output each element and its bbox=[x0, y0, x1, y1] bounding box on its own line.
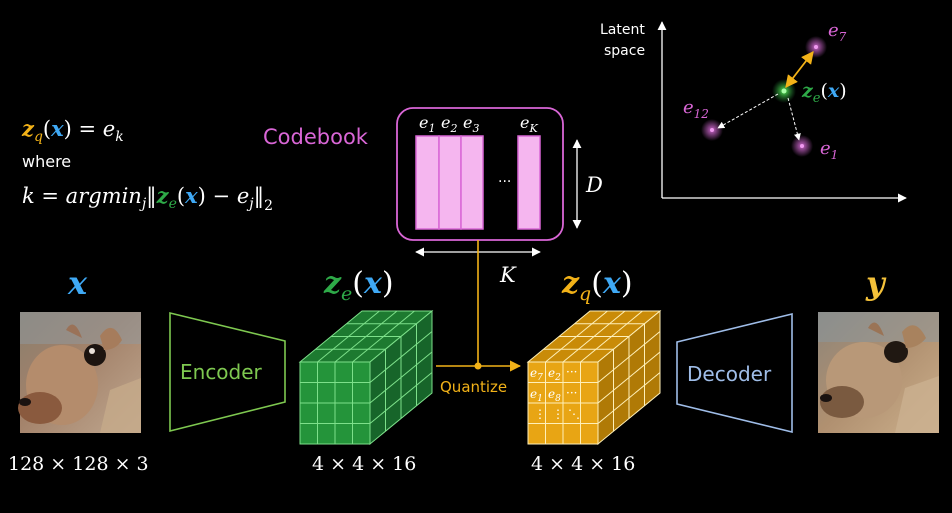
input-dims: 128 × 128 × 3 bbox=[8, 453, 149, 475]
zq-cell: ⋮ bbox=[552, 407, 564, 421]
ze-tensor: ze(x) 4 × 4 × 16 bbox=[298, 266, 434, 475]
codebook-entry-label: e3 bbox=[463, 113, 479, 135]
output-section: y bbox=[818, 264, 939, 433]
codebook-column-eK bbox=[517, 135, 541, 230]
latent-label-e1: e1 bbox=[820, 138, 838, 162]
decoder-shape bbox=[676, 312, 793, 434]
latent-label-e7: e7 bbox=[828, 20, 847, 44]
zq-cell: ··· bbox=[566, 365, 577, 379]
codebook-column-e2 bbox=[438, 135, 462, 230]
zq-cell: e8 bbox=[548, 387, 561, 404]
ze-dims: 4 × 4 × 16 bbox=[312, 453, 416, 475]
eq-line1: zq(x) = ek bbox=[21, 116, 124, 145]
codebook-frame bbox=[396, 107, 564, 241]
codebook-label: Codebook bbox=[263, 125, 369, 149]
latent-nearest-arrow bbox=[785, 51, 814, 88]
quantization-equation: zq(x) = ek where k = argminj‖ze(x) − ej‖… bbox=[21, 116, 273, 214]
codebook-entry-label: e2 bbox=[441, 113, 457, 135]
latent-label-e12: e12 bbox=[683, 97, 709, 121]
input-label: x bbox=[67, 264, 88, 302]
encoder: Encoder bbox=[169, 311, 286, 433]
quantize-label: Quantize bbox=[440, 378, 507, 396]
zq-cell-labels: e7 e2 ··· e1 e8 ··· ⋮ ⋮ ⋱ bbox=[530, 365, 580, 421]
decoder-label: Decoder bbox=[687, 362, 772, 386]
latent-dist-arrow-e1 bbox=[787, 97, 801, 141]
latent-space-plot: Latent space e7 e12 e1 ze(x) bbox=[600, 20, 907, 203]
input-section: x 128 × 128 × 3 bbox=[8, 264, 149, 475]
codebook-column-e3 bbox=[460, 135, 484, 230]
zq-cube bbox=[526, 309, 662, 446]
zq-dims: 4 × 4 × 16 bbox=[531, 453, 635, 475]
codebook: Codebook ··· e1 e2 e3 eK D K bbox=[263, 107, 603, 287]
codebook-k-label: K bbox=[499, 263, 517, 287]
eq-where: where bbox=[22, 152, 71, 171]
latent-dist-arrow-e12 bbox=[717, 93, 779, 129]
zq-cell: e2 bbox=[548, 366, 561, 383]
latent-label-ze: ze(x) bbox=[801, 80, 847, 106]
zq-cell: ⋮ bbox=[534, 407, 546, 421]
codebook-ellipsis: ··· bbox=[498, 174, 511, 190]
latent-axis-label: Latent bbox=[600, 22, 645, 38]
output-label: y bbox=[865, 264, 887, 302]
encoder-label: Encoder bbox=[180, 360, 263, 384]
codebook-entry-label: eK bbox=[520, 113, 538, 135]
zq-cell: e7 bbox=[530, 366, 543, 383]
eq-line3: k = argminj‖ze(x) − ej‖2 bbox=[22, 183, 273, 214]
decoder: Decoder bbox=[676, 312, 793, 434]
codebook-d-label: D bbox=[585, 173, 603, 197]
latent-axis-label: space bbox=[604, 43, 645, 59]
zq-cell: ⋱ bbox=[568, 407, 580, 421]
zq-tensor: zq(x) e7 e2 ··· e1 e8 ··· ⋮ ⋮ ⋱ 4 × 4 × … bbox=[526, 266, 662, 475]
quantize-junction bbox=[474, 362, 482, 370]
codebook-column-e1 bbox=[415, 135, 440, 230]
ze-cube bbox=[298, 309, 434, 446]
codebook-entry-label: e1 bbox=[419, 113, 435, 135]
quantize-connector: Quantize bbox=[436, 240, 522, 396]
encoder-shape bbox=[169, 311, 286, 433]
zq-cell: ··· bbox=[566, 386, 577, 400]
input-image bbox=[18, 312, 141, 433]
zq-cell: e1 bbox=[530, 387, 543, 404]
output-image bbox=[818, 312, 939, 433]
ze-label: ze(x) bbox=[323, 266, 394, 305]
zq-label: zq(x) bbox=[561, 266, 633, 305]
